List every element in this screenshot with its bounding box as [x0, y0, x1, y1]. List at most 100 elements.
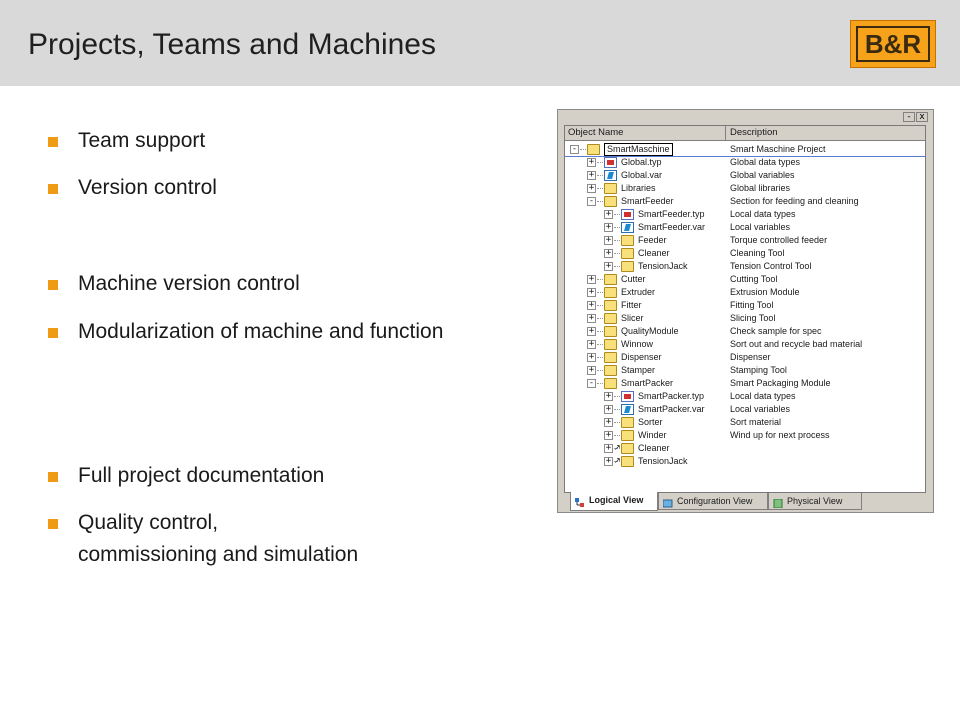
close-button[interactable]: x [916, 112, 928, 122]
tree-connector [597, 201, 603, 202]
expand-icon[interactable]: + [604, 456, 613, 466]
expand-icon[interactable]: + [587, 274, 596, 284]
tree-connector [597, 318, 603, 319]
tree-row[interactable]: +TensionJack [565, 454, 925, 468]
tree-connector [597, 331, 603, 332]
object-name: Global.typ [621, 157, 662, 167]
tree-connector [597, 292, 603, 293]
expand-icon[interactable]: + [604, 404, 613, 414]
collapse-icon[interactable]: - [587, 196, 596, 206]
tree-connector [597, 370, 603, 371]
object-description: Sort material [730, 417, 782, 427]
expand-icon[interactable]: + [587, 170, 596, 180]
object-name: Global.var [621, 170, 663, 180]
tree-connector [614, 253, 620, 254]
expand-icon[interactable]: + [587, 313, 596, 323]
tree-connector [614, 409, 620, 410]
object-description: Local variables [730, 222, 791, 232]
folder-icon [621, 430, 634, 441]
column-divider[interactable] [725, 126, 726, 140]
tree-row[interactable]: + Fitter Fitting Tool [565, 299, 925, 312]
expand-icon[interactable]: + [587, 352, 596, 362]
expand-icon[interactable]: + [604, 222, 613, 232]
tab-label: Logical View [589, 495, 644, 505]
expand-icon[interactable]: + [604, 261, 613, 271]
expand-icon[interactable]: + [604, 209, 613, 219]
object-name: Fitter [621, 300, 642, 310]
tree-connector [614, 227, 620, 228]
expand-icon[interactable]: + [587, 326, 596, 336]
expand-icon[interactable]: + [587, 300, 596, 310]
folder-icon [604, 183, 617, 194]
tree-connector [597, 279, 603, 280]
object-name: SmartFeeder.typ [638, 209, 705, 219]
object-name: SmartFeeder [621, 196, 674, 206]
expand-icon[interactable]: + [604, 248, 613, 258]
folder-icon [604, 365, 617, 376]
object-description: Fitting Tool [730, 300, 774, 310]
tree-connector [597, 344, 603, 345]
object-name: Cutter [621, 274, 646, 284]
tab-logical-view[interactable]: Logical View [570, 492, 658, 511]
expand-icon[interactable]: + [604, 391, 613, 401]
object-description: Check sample for spec [730, 326, 822, 336]
expand-icon[interactable]: + [604, 417, 613, 427]
object-description: Local variables [730, 404, 791, 414]
tree-connector [580, 149, 586, 150]
tab-physical-view[interactable]: Physical View [768, 493, 862, 510]
object-description: Stamping Tool [730, 365, 787, 375]
object-name: Dispenser [621, 352, 662, 362]
collapse-icon[interactable]: - [570, 144, 579, 154]
folder-icon [604, 287, 617, 298]
folder-icon [604, 274, 617, 285]
expand-icon[interactable]: + [604, 443, 613, 453]
tree-connector [614, 435, 620, 436]
object-name: Winder [638, 430, 667, 440]
expand-icon[interactable]: + [587, 287, 596, 297]
object-description: Slicing Tool [730, 313, 776, 323]
pin-button[interactable]: - [903, 112, 915, 122]
column-description[interactable]: Description [730, 127, 778, 138]
expand-icon[interactable]: + [587, 183, 596, 193]
expand-icon[interactable]: + [587, 339, 596, 349]
object-description: Smart Maschine Project [730, 144, 826, 154]
folder-icon [621, 261, 634, 272]
tree-connector [597, 188, 603, 189]
tree-row[interactable]: +Cleaner [565, 441, 925, 455]
view-tabs: Logical View Configuration View Physical… [564, 492, 926, 511]
variable-file-icon [621, 404, 634, 415]
column-object-name[interactable]: Object Name [568, 127, 624, 138]
expand-icon[interactable]: + [604, 430, 613, 440]
expand-icon[interactable]: + [604, 235, 613, 245]
object-name: Libraries [621, 183, 656, 193]
expand-icon[interactable]: + [587, 365, 596, 375]
folder-icon [604, 326, 617, 337]
collapse-icon[interactable]: - [587, 378, 596, 388]
object-name: SmartPacker.typ [638, 391, 705, 401]
expand-icon[interactable]: + [587, 157, 596, 167]
tab-configuration-view[interactable]: Configuration View [658, 493, 768, 510]
